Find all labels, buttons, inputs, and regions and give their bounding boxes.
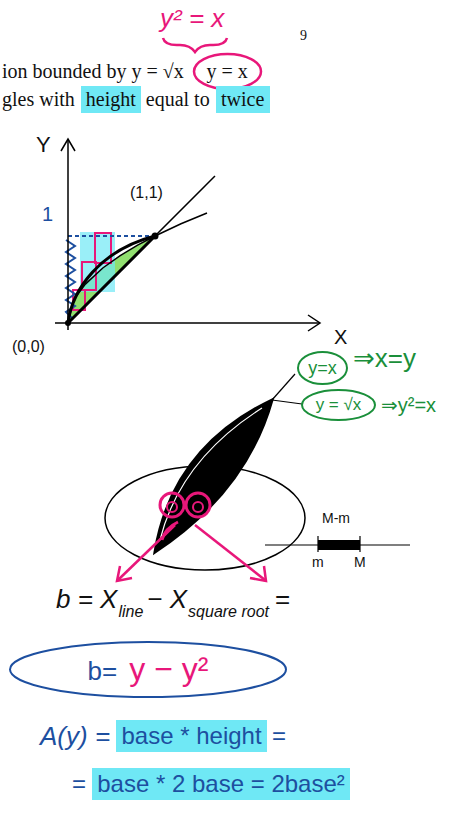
printed-text: equal to: [146, 88, 210, 111]
circled-term: y=x: [296, 350, 349, 386]
equals-sign: =: [72, 770, 86, 798]
node-body: y=x: [308, 358, 337, 379]
y-axis: [67, 140, 69, 330]
node-body: twice: [221, 88, 264, 111]
point-label: (1,1): [130, 184, 163, 202]
highlighted-word: height: [81, 86, 141, 113]
interval-label: m: [312, 554, 324, 570]
axis-arrowhead: [308, 315, 320, 331]
tick-label: 1: [42, 203, 53, 226]
pink-brace: [163, 38, 227, 52]
node-text: base * 2 base = 2base²: [97, 770, 345, 797]
node-text: y = x: [207, 60, 248, 82]
pink-arrow: [195, 525, 265, 580]
page-number: 9: [300, 28, 307, 44]
pink-arrowhead: [250, 566, 266, 581]
equation: ⇒y²=x: [381, 394, 436, 417]
line-y-equals-x: [68, 176, 215, 323]
node-body: y = √x: [316, 395, 362, 415]
pink-arrowhead: [117, 566, 132, 581]
node-body: height: [86, 88, 136, 111]
circled-term: y = √x: [300, 388, 377, 422]
highlighted-expression: base * height: [116, 720, 267, 752]
interval-label: M: [354, 554, 366, 570]
highlighted-expression: base * 2 base = 2base²: [92, 768, 350, 800]
leader-line: [272, 374, 295, 400]
interval-segment: [318, 540, 360, 550]
axis-label: X: [334, 326, 347, 349]
ellipse-outline: [302, 390, 375, 420]
pink-circle: [160, 493, 184, 517]
zoomed-gap: [160, 408, 262, 540]
origin-point: [65, 320, 71, 326]
equals-sign: =: [275, 585, 290, 615]
node-body: base * 2 base = 2base²: [97, 770, 345, 798]
printed-text: gles with: [2, 88, 75, 111]
equation: b = X: [56, 585, 117, 615]
node-body: b= y − y²: [88, 651, 209, 688]
subscript: line: [118, 603, 143, 621]
node-body: base * height: [122, 722, 262, 750]
leader-line: [272, 400, 302, 404]
interval-tick: [359, 536, 360, 552]
equation: y² = x: [160, 4, 224, 34]
axis-arrowhead: [61, 139, 75, 151]
axis-label: Y: [36, 132, 51, 157]
node-text: base * height: [122, 722, 262, 749]
intersection-point: [152, 233, 159, 240]
printed-text: ion bounded by y = √x: [2, 60, 184, 83]
node-text: y − y²: [129, 651, 208, 687]
node-text: y = √x: [316, 395, 362, 414]
equation: ⇒x=y: [353, 344, 416, 374]
node-text: twice: [221, 88, 264, 110]
highlighted-word: twice: [216, 86, 270, 113]
zoomed-region: [155, 400, 272, 552]
ellipse-outline: [194, 54, 261, 89]
pink-circle: [193, 502, 203, 512]
equation: − X: [147, 585, 187, 615]
blue-guide-line: [68, 235, 155, 237]
ellipse-outline: [298, 352, 347, 384]
subscript: square root: [188, 603, 269, 621]
equation: A(y) =: [40, 722, 110, 752]
pink-circle: [167, 502, 177, 512]
equals-sign: =: [272, 722, 286, 750]
ellipse-outline: [10, 642, 286, 697]
node-text: height: [86, 88, 136, 110]
pink-arrow: [118, 525, 175, 580]
interval-label: M-m: [322, 510, 350, 526]
node-text: y=x: [308, 358, 337, 378]
interval-tick: [317, 536, 318, 552]
x-axis: [55, 322, 320, 324]
node-text: b=: [88, 656, 118, 686]
curve-sqrt: [68, 213, 207, 323]
point-label: (0,0): [12, 338, 45, 356]
boxed-result: b= y − y²: [8, 640, 288, 699]
node-body: y = x: [207, 60, 248, 83]
pink-circle: [186, 493, 210, 517]
region-outline: [68, 236, 155, 323]
